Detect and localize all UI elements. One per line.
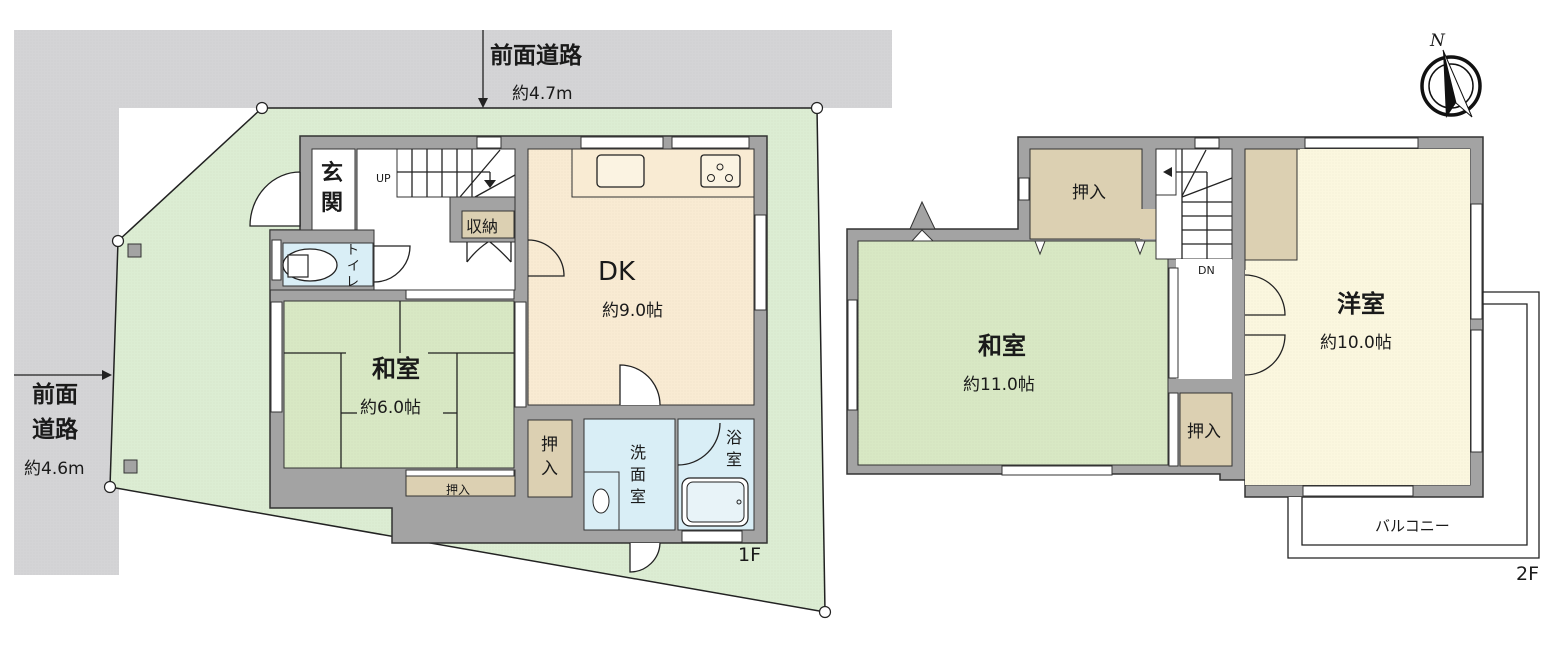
- north-arrow-icon: [1420, 49, 1482, 118]
- bay-window: [909, 200, 936, 230]
- road-top-arrow-icon: [478, 30, 488, 108]
- window: [405, 289, 515, 300]
- boundary-marker: [103, 480, 117, 494]
- window: [405, 469, 515, 477]
- shuno-label: 収納: [466, 217, 498, 236]
- post-marker: [123, 459, 138, 474]
- balcony-label: バルコニー: [1375, 517, 1450, 535]
- room-genkan: [311, 148, 356, 231]
- window: [681, 530, 743, 543]
- toilet-label-3: レ: [346, 275, 359, 290]
- senmen-door[interactable]: [619, 364, 661, 406]
- dk-size: 約9.0帖: [602, 301, 663, 321]
- road-left-width: 約4.6m: [24, 459, 85, 479]
- room-oshiire-2f-small: [1179, 392, 1233, 467]
- window: [476, 136, 502, 149]
- stairs-dn-label: DN: [1198, 264, 1215, 277]
- senmen-label-1: 洗: [630, 443, 646, 462]
- window: [1194, 137, 1220, 149]
- floor2-plan: 和室 約11.0帖 押入 DN ク ロ: [846, 136, 1540, 559]
- stairs-2f: [1155, 148, 1233, 379]
- yokushitsu-label-2: 室: [726, 450, 742, 469]
- floor1-plan: UP 収納 ト イ レ DK 約9.0帖: [249, 135, 768, 573]
- washitsu-2f-name: 和室: [978, 332, 1026, 360]
- washbasin-icon: [592, 488, 610, 514]
- floor1-label: 1F: [738, 544, 761, 566]
- entrance-door[interactable]: [249, 171, 301, 227]
- washitsu-1f-size: 約6.0帖: [360, 398, 421, 418]
- room-oshiire-2f-top: [1029, 148, 1143, 240]
- washitsu-2f-size: 約11.0帖: [963, 375, 1035, 395]
- washitsu-1f-name: 和室: [372, 355, 420, 383]
- toilet-icon: [282, 248, 338, 282]
- oshiire-2f-small-label: 押入: [1187, 422, 1221, 442]
- window: [1168, 267, 1179, 379]
- window: [754, 214, 767, 311]
- shuno-door[interactable]: [466, 241, 512, 263]
- road-top-label: 前面道路: [490, 42, 583, 69]
- window: [1018, 177, 1030, 201]
- floor2-label: 2F: [1516, 563, 1539, 585]
- road-left-arrow-icon: [14, 370, 112, 380]
- oshiire-door-marker: [1134, 240, 1146, 256]
- toilet-label-1: ト: [346, 243, 359, 258]
- window: [270, 301, 283, 413]
- toilet-label-2: イ: [347, 259, 360, 274]
- yoshitsu-size: 約10.0帖: [1320, 333, 1392, 353]
- sink-icon: [596, 154, 645, 188]
- window: [271, 239, 282, 281]
- back-door[interactable]: [629, 542, 661, 573]
- oshiire-2f-top-label: 押入: [1072, 183, 1106, 203]
- yoshitsu-name: 洋室: [1337, 290, 1385, 318]
- boundary-marker: [111, 234, 125, 248]
- window: [1304, 137, 1419, 149]
- road-left: [14, 30, 119, 575]
- room-oshiire-1f-side: [527, 419, 573, 498]
- boundary-marker: [255, 101, 269, 115]
- balcony: [1287, 291, 1540, 559]
- boundary-marker: [810, 101, 824, 115]
- yoshitsu-door-lower[interactable]: [1244, 334, 1286, 376]
- window: [1302, 485, 1414, 497]
- tatami-lines: [284, 301, 514, 468]
- stove-icon: [700, 154, 741, 188]
- window: [1470, 203, 1483, 320]
- road-left-label-2: 道路: [32, 416, 79, 443]
- oshiire-1f-side-label-1: 押: [541, 435, 558, 455]
- dk-door[interactable]: [527, 239, 565, 277]
- road-left-label-1: 前面: [32, 381, 78, 408]
- window: [1470, 329, 1483, 453]
- compass-label: N: [1429, 31, 1446, 51]
- toilet-door[interactable]: [373, 245, 411, 283]
- window: [580, 136, 664, 149]
- yoshitsu-door-upper[interactable]: [1244, 274, 1286, 316]
- window: [514, 301, 527, 408]
- dk-name: DK: [598, 257, 636, 287]
- road-top: [22, 30, 892, 108]
- road-top-width: 約4.7m: [512, 84, 573, 104]
- window: [1001, 465, 1113, 476]
- boundary-marker: [818, 605, 832, 619]
- yokushitsu-label-1: 浴: [726, 428, 742, 447]
- post-marker: [127, 243, 142, 258]
- genkan-label-2: 関: [321, 191, 343, 216]
- stairs-up-label: UP: [376, 172, 391, 185]
- oshiire-1f-side-label-2: 入: [541, 459, 558, 479]
- room-shuno: [461, 210, 515, 239]
- senmen-label-3: 室: [630, 487, 646, 506]
- oshiire-1f-bottom-label: 押入: [446, 483, 470, 497]
- stairs-1f: [396, 148, 516, 198]
- window: [671, 136, 750, 149]
- window: [847, 299, 858, 411]
- genkan-label-1: 玄: [321, 160, 343, 186]
- window: [1168, 392, 1179, 467]
- senmen-label-2: 面: [630, 465, 646, 484]
- oshiire-door-marker: [1034, 240, 1046, 256]
